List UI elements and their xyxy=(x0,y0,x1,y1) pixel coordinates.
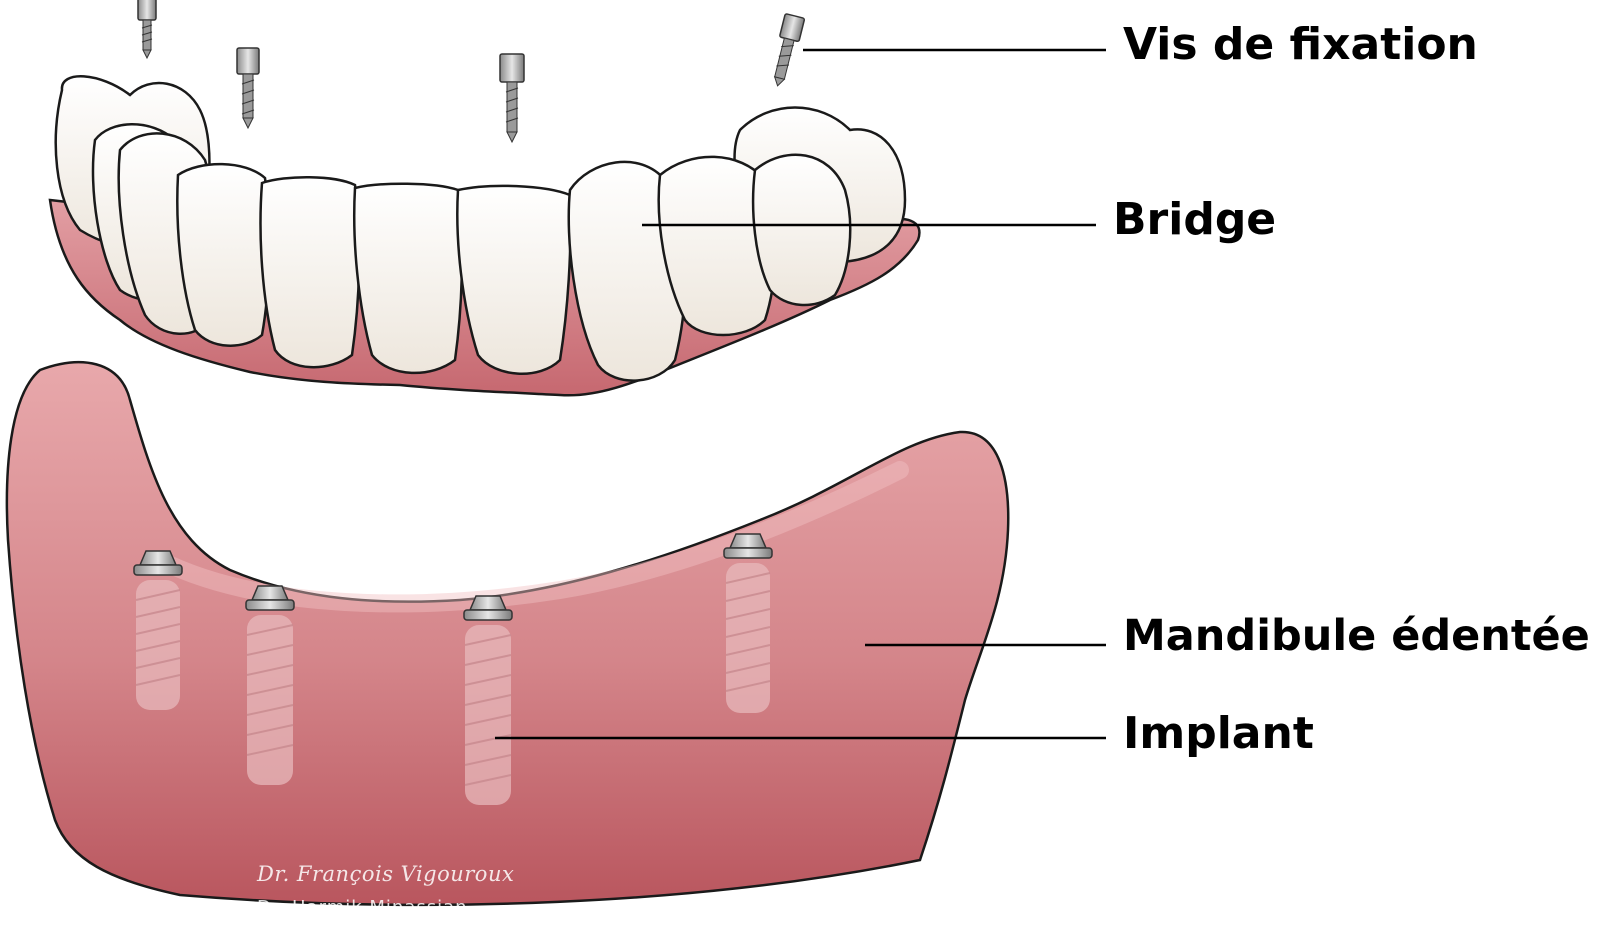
tooth-incisor-4 xyxy=(456,184,572,375)
tooth-premolar-right-1 xyxy=(657,155,777,337)
credit-author: Dr. Harmik Minassian xyxy=(257,897,468,918)
tooth-premolar-right-2 xyxy=(751,153,852,307)
leader-lines xyxy=(495,48,1106,740)
label-edentulous-mandible: Mandibule édentée xyxy=(1123,611,1590,661)
label-implant: Implant xyxy=(1123,708,1314,759)
tooth-incisor-1 xyxy=(176,162,271,347)
implant-2 xyxy=(245,585,295,785)
implant-3 xyxy=(463,595,513,805)
fixation-screw-1 xyxy=(137,0,157,60)
tooth-incisor-3 xyxy=(353,182,464,375)
implant-4 xyxy=(723,533,773,713)
label-bridge: Bridge xyxy=(1113,194,1277,245)
fixation-screw-3 xyxy=(499,53,525,144)
fixation-screw-4 xyxy=(773,13,806,87)
credit-signature: Dr. François Vigouroux xyxy=(257,862,515,886)
tooth-incisor-2 xyxy=(259,176,361,369)
bridge xyxy=(48,75,921,397)
fixation-screw-2 xyxy=(236,47,260,130)
implant-1 xyxy=(133,550,183,710)
label-fixation-screw: Vis de fixation xyxy=(1123,19,1478,70)
tooth-canine-right xyxy=(567,160,687,382)
